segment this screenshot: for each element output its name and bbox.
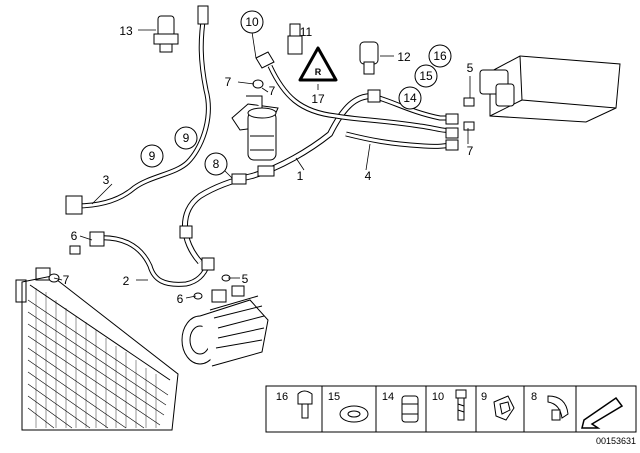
bolt-icon	[297, 390, 313, 419]
screw-icon	[455, 389, 467, 421]
callout-7-drier-nut: 7	[269, 84, 276, 98]
callout-5-compressor: 5	[242, 272, 249, 286]
callout-7-condenser: 7	[63, 273, 70, 287]
circled-callouts	[140, 10, 452, 176]
callout-8: 8	[213, 157, 220, 171]
condenser	[15, 267, 179, 431]
callout-7-drier: 7	[225, 75, 232, 89]
legend-label-9: 9	[481, 391, 487, 403]
legend-label-10: 10	[432, 391, 444, 403]
callout-5-evaporator: 5	[467, 61, 474, 75]
refrigerant-lines	[65, 5, 459, 287]
callout-13: 13	[119, 24, 133, 38]
arrow-icon	[581, 396, 624, 429]
callout-11: 11	[300, 25, 313, 39]
svg-text:R: R	[315, 67, 322, 77]
leader-lines	[53, 29, 471, 299]
sensor-12	[359, 41, 379, 75]
warning-label-icon: R	[298, 46, 338, 82]
callout-3: 3	[103, 173, 110, 187]
document-id: 00153631	[596, 436, 636, 446]
legend-label-15: 15	[328, 391, 340, 403]
circled-callout-labels: 10 9 9 8 16 15 14	[149, 15, 447, 171]
legend-label-14: 14	[382, 391, 394, 403]
callout-15: 15	[419, 69, 433, 83]
clip-icon	[493, 395, 515, 421]
callout-6-lower: 6	[177, 292, 184, 306]
evaporator	[479, 55, 621, 123]
bracket-icon	[547, 395, 569, 421]
callout-12: 12	[397, 50, 411, 64]
callout-17: 17	[311, 92, 325, 106]
washer-icon	[339, 405, 369, 423]
receiver-drier	[231, 95, 279, 161]
compressor	[181, 285, 269, 367]
callout-10: 10	[245, 15, 259, 29]
valve-11	[287, 23, 303, 55]
callout-16: 16	[433, 49, 447, 63]
pressure-switch	[153, 15, 179, 53]
parts-legend: 16 15 14 10 9 8	[265, 385, 637, 433]
callout-6-upper: 6	[71, 229, 78, 243]
callout-14: 14	[403, 91, 417, 105]
callout-9-upper: 9	[183, 131, 190, 145]
legend-label-16: 16	[276, 391, 288, 403]
legend-label-8: 8	[531, 391, 537, 403]
callout-7-evaporator: 7	[467, 144, 474, 158]
callout-4: 4	[365, 169, 372, 183]
callout-9-lower: 9	[149, 149, 156, 163]
callout-labels: 1 2 3 4 5 5 6 6 7 7 7 7 11 12 13 17	[63, 24, 474, 306]
callout-2: 2	[123, 274, 130, 288]
callout-1: 1	[297, 169, 304, 183]
sleeve-icon	[401, 395, 419, 423]
